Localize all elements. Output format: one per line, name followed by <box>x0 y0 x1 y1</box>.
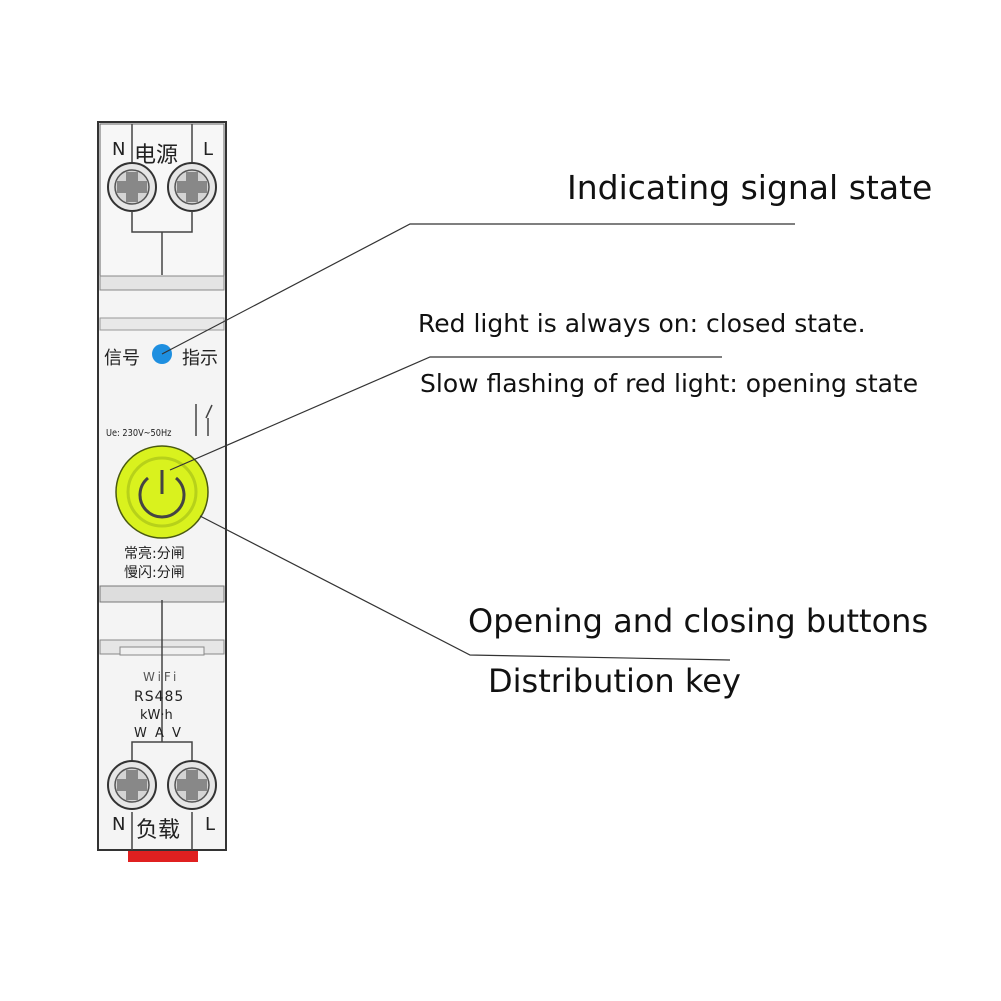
callout-red-slow-flash: Slow flashing of red light: opening stat… <box>420 369 919 398</box>
top-screw-n <box>107 162 157 212</box>
top-terminal-n-label: N <box>112 139 126 160</box>
callout-distribution-key: Distribution key <box>488 662 741 700</box>
din-clip <box>128 848 198 862</box>
callout-buttons: Opening and closing buttons <box>468 602 929 640</box>
leader-button <box>199 515 731 661</box>
bottom-screw-n <box>107 760 157 810</box>
rating-label: Ue: 230V~50Hz <box>106 428 172 439</box>
top-terminal-title: 电源 <box>134 143 179 168</box>
callout-signal-state: Indicating signal state <box>567 168 933 207</box>
module-rs485-label: RS485 <box>134 689 185 705</box>
bottom-terminal-l-label: L <box>205 814 216 835</box>
module-wav-label: W A V <box>134 726 183 741</box>
button-caption-line1: 常亮:分闸 <box>124 546 185 562</box>
bottom-terminal-n-label: N <box>112 814 126 835</box>
open-close-button[interactable] <box>115 445 209 539</box>
power-icon <box>138 476 186 519</box>
leader-lines <box>161 223 795 661</box>
callout-red-always-on: Red light is always on: closed state. <box>418 309 866 338</box>
indicator-right-label: 指示 <box>182 348 218 369</box>
module-wifi-label: WiFi <box>143 670 180 684</box>
top-terminal-l-label: L <box>203 139 214 160</box>
indicator-left-label: 信号 <box>104 348 140 369</box>
leader-signal <box>161 223 795 355</box>
button-caption-line2: 慢闪:分闸 <box>124 565 185 581</box>
leader-red-light <box>169 356 722 471</box>
bottom-terminal-title: 负载 <box>136 818 181 843</box>
bottom-screw-l <box>167 760 217 810</box>
top-screw-l <box>167 162 217 212</box>
module-kwh-label: kW·h <box>140 708 173 723</box>
